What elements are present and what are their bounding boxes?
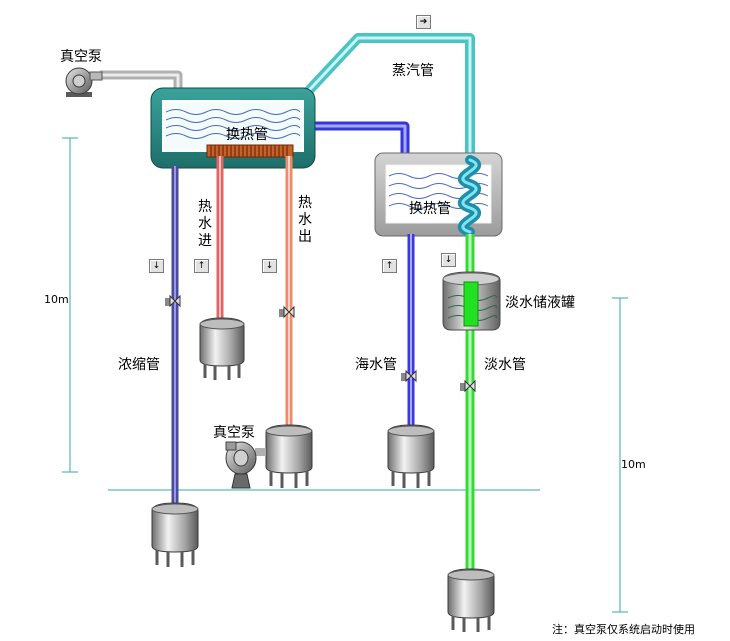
steam-direction-button[interactable]: ➔ [416, 15, 431, 29]
valve-hot-out[interactable] [279, 305, 295, 319]
concentrate-direction-button[interactable]: ↓ [149, 259, 164, 273]
freshwater-direction-button[interactable]: ↓ [441, 253, 456, 267]
label-height-right: 10m [621, 458, 646, 471]
label-vacuum-pump-bottom: 真空泵 [213, 425, 255, 441]
label-hot-water-in: 热水进 [198, 199, 212, 249]
seawater-direction-button[interactable]: ↑ [382, 259, 397, 273]
label-vacuum-pump-top: 真空泵 [60, 49, 102, 65]
height-dimension-left [62, 137, 78, 473]
tank-freshwater[interactable] [447, 568, 495, 632]
tank-concentrate[interactable] [151, 502, 199, 567]
label-freshwater-tank: 淡水储液罐 [505, 295, 575, 311]
label-height-left: 10m [44, 293, 69, 306]
tank-seawater[interactable] [387, 424, 435, 488]
footnote: 注：真空泵仅系统启动时使用 [552, 623, 695, 636]
valve-concentrate[interactable] [165, 294, 181, 308]
connector-pipe[interactable] [314, 121, 410, 156]
heat-exchanger-left[interactable] [150, 87, 316, 169]
tank-hot-water-out[interactable] [265, 424, 313, 488]
label-steam-pipe: 蒸汽管 [392, 63, 434, 79]
freshwater-storage-tank[interactable] [442, 271, 501, 331]
hot-out-direction-button[interactable]: ↓ [262, 259, 277, 273]
label-seawater-pipe: 海水管 [355, 357, 397, 373]
steam-pipe[interactable] [296, 33, 475, 156]
label-heat-exchanger-left: 换热管 [226, 127, 268, 143]
label-hot-water-out: 热水出 [298, 195, 312, 245]
tank-hot-water-in[interactable] [199, 317, 245, 380]
vacuum-pump-bottom[interactable] [225, 441, 266, 489]
label-freshwater-pipe: 淡水管 [484, 357, 526, 373]
heat-exchanger-right[interactable] [374, 152, 503, 237]
label-heat-exchanger-right: 换热管 [409, 201, 451, 217]
vacuum-pump-top[interactable] [65, 67, 103, 97]
hot-in-direction-button[interactable]: ↑ [194, 259, 209, 273]
height-dimension-right [612, 297, 628, 613]
label-concentrate-pipe: 浓缩管 [118, 357, 160, 373]
valve-freshwater[interactable] [460, 379, 476, 393]
valve-seawater[interactable] [401, 369, 417, 383]
spiral-coil [457, 155, 482, 237]
